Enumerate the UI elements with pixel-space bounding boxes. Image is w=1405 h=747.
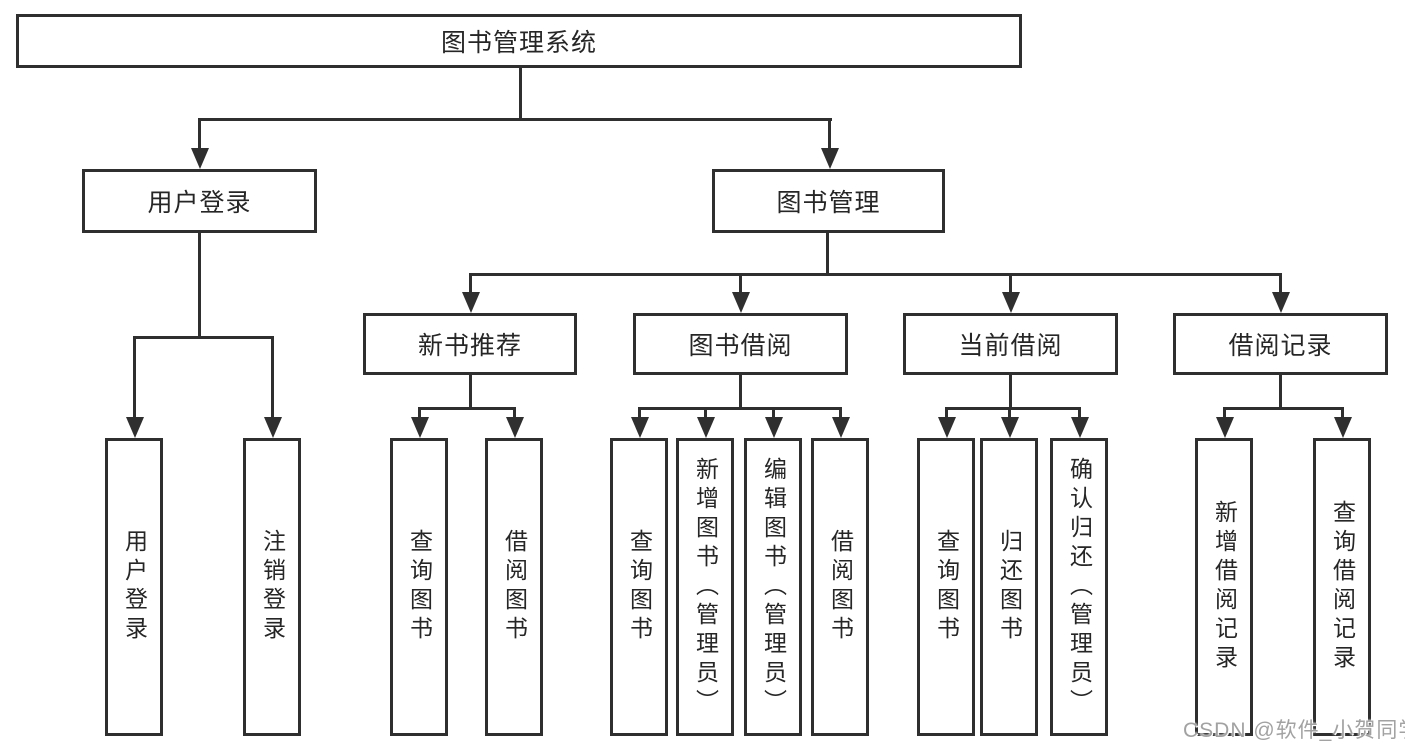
- leaf-return-book-label: 归还图书: [996, 529, 1023, 645]
- arrow-to-leaf-borrow-books-1: [505, 407, 524, 438]
- arrow-to-borrow-records: [1271, 273, 1290, 313]
- leaf-logout-label: 注销登录: [259, 529, 286, 645]
- leaf-query-borrow-record: 查询借阅记录: [1313, 438, 1371, 736]
- arrow-to-book-management: [820, 118, 839, 169]
- arrow-to-book-borrow: [731, 273, 750, 313]
- node-borrow-records: 借阅记录: [1173, 313, 1388, 375]
- leaf-borrow-books-1: 借阅图书: [485, 438, 543, 736]
- leaf-confirm-return-admin: 确认归还（管理员）: [1050, 438, 1108, 736]
- leaf-edit-book-admin: 编辑图书（管理员）: [744, 438, 802, 736]
- arrow-to-leaf-logout: [263, 336, 282, 438]
- connector-root-branch: [198, 118, 832, 121]
- connector-book-borrow-stem: [739, 375, 742, 407]
- leaf-user-login-label: 用户登录: [121, 529, 148, 645]
- arrow-to-new-book-recommend: [461, 273, 480, 313]
- arrow-to-user-login: [190, 118, 209, 169]
- connector-book-management-stem: [826, 233, 829, 273]
- connector-user-login-stem: [198, 233, 201, 336]
- arrow-to-leaf-query-books-1: [410, 407, 429, 438]
- connector-current-borrow-stem: [1009, 375, 1012, 407]
- leaf-query-books-2-label: 查询图书: [626, 529, 653, 645]
- node-new-book-recommend: 新书推荐: [363, 313, 577, 375]
- connector-borrow-records-stem: [1279, 375, 1282, 407]
- leaf-query-books-2: 查询图书: [610, 438, 668, 736]
- leaf-query-books-1-label: 查询图书: [406, 529, 433, 645]
- node-user-login-label: 用户登录: [147, 189, 252, 217]
- connector-new-book-recommend-branch: [418, 407, 516, 410]
- arrow-to-current-borrow: [1001, 273, 1020, 313]
- node-current-borrow: 当前借阅: [903, 313, 1118, 375]
- node-borrow-records-label: 借阅记录: [1228, 332, 1333, 360]
- leaf-confirm-return-admin-label: 确认归还（管理员）: [1066, 456, 1093, 718]
- leaf-query-books-1: 查询图书: [390, 438, 448, 736]
- leaf-borrow-books-2: 借阅图书: [811, 438, 869, 736]
- arrow-to-leaf-edit-book: [764, 407, 783, 438]
- arrow-to-leaf-add-borrow-record: [1215, 407, 1234, 438]
- arrow-to-leaf-query-books-3: [937, 407, 956, 438]
- connector-root-stem: [519, 68, 522, 118]
- node-book-management: 图书管理: [712, 169, 945, 233]
- arrow-to-leaf-add-book: [696, 407, 715, 438]
- leaf-borrow-books-1-label: 借阅图书: [501, 529, 528, 645]
- leaf-query-books-3: 查询图书: [917, 438, 975, 736]
- node-book-borrow-label: 图书借阅: [688, 332, 793, 360]
- leaf-add-borrow-record: 新增借阅记录: [1195, 438, 1253, 736]
- arrow-to-leaf-query-borrow-record: [1333, 407, 1352, 438]
- node-new-book-recommend-label: 新书推荐: [417, 332, 522, 360]
- arrow-to-leaf-confirm-return: [1070, 407, 1089, 438]
- connector-new-book-recommend-stem: [469, 375, 472, 407]
- connector-book-borrow-branch: [638, 407, 842, 410]
- leaf-add-book-admin-label: 新增图书（管理员）: [692, 456, 719, 718]
- leaf-query-borrow-record-label: 查询借阅记录: [1329, 500, 1356, 674]
- node-book-management-label: 图书管理: [776, 189, 881, 217]
- csdn-watermark: CSDN @软件_小贺同学: [1183, 719, 1405, 742]
- leaf-query-books-3-label: 查询图书: [933, 529, 960, 645]
- arrow-to-leaf-borrow-books-2: [831, 407, 850, 438]
- leaf-borrow-books-2-label: 借阅图书: [827, 529, 854, 645]
- leaf-add-book-admin: 新增图书（管理员）: [676, 438, 734, 736]
- connector-borrow-records-branch: [1223, 407, 1344, 410]
- arrow-to-leaf-return-book: [1000, 407, 1019, 438]
- connector-book-management-branch: [469, 273, 1282, 276]
- arrow-to-leaf-query-books-2: [630, 407, 649, 438]
- node-root-label: 图书管理系统: [440, 29, 597, 57]
- arrow-to-leaf-user-login: [125, 336, 144, 438]
- connector-current-borrow-branch: [945, 407, 1081, 410]
- leaf-user-login: 用户登录: [105, 438, 163, 736]
- node-root-library-system: 图书管理系统: [16, 14, 1022, 68]
- connector-user-login-branch: [133, 336, 274, 339]
- leaf-return-book: 归还图书: [980, 438, 1038, 736]
- node-user-login: 用户登录: [82, 169, 317, 233]
- leaf-edit-book-admin-label: 编辑图书（管理员）: [760, 456, 787, 718]
- node-current-borrow-label: 当前借阅: [958, 332, 1063, 360]
- node-book-borrow: 图书借阅: [633, 313, 848, 375]
- leaf-add-borrow-record-label: 新增借阅记录: [1211, 500, 1238, 674]
- leaf-logout: 注销登录: [243, 438, 301, 736]
